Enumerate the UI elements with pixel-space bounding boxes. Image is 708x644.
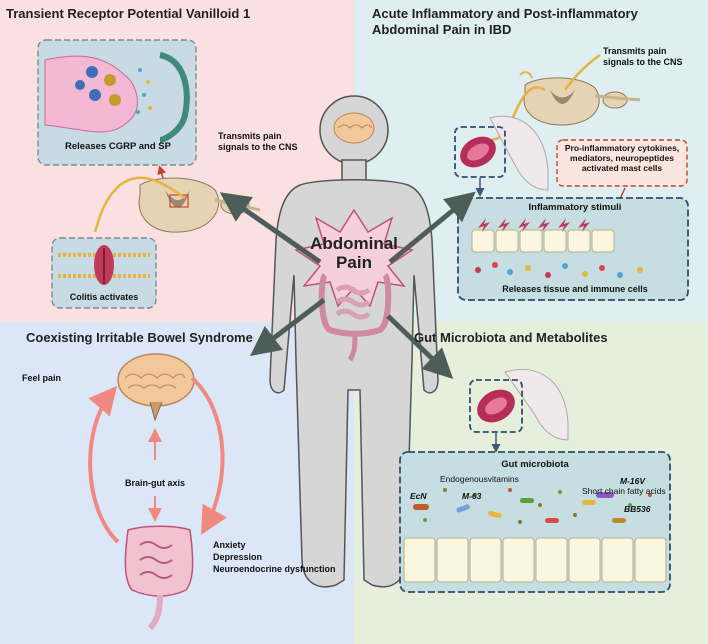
colon-box-bottom [469,368,569,441]
effect-depression: Depression [213,552,263,562]
cytokine-box [556,139,688,187]
ibd-title-line2: Abdominal Pain in IBD [372,22,512,37]
epithelial-cell [469,537,502,583]
arrow-brain-cycle-right [190,376,228,535]
microbiota-box-title: Gut microbiota [501,459,569,470]
trpv1-title: Transient Receptor Potential Vanilloid 1 [6,6,251,21]
effect-anxiety: Anxiety [213,540,246,550]
epithelial-cell [495,229,519,253]
strain-ecn: EcN [410,491,427,501]
epithelial-cell [634,537,667,583]
brain-gut-axis-label: Brain-gut axis [124,478,185,488]
release-label: Releases tissue and immune cells [502,284,648,294]
epithelial-cell [591,229,615,253]
ibs-title: Coexisting Irritable Bowel Syndrome [26,330,253,345]
membrane-box [51,237,157,309]
abdominal-pain-line2: Pain [336,253,372,272]
epithelial-cell [601,537,634,583]
feel-pain-label: Feel pain [22,373,62,383]
epithelial-cell [502,537,535,583]
microbiota-title: Gut Microbiota and Metabolites [414,330,608,345]
brain-icon [117,353,195,422]
colon-box-top [454,115,549,191]
epithelial-cell [471,229,495,253]
abdominal-pain-line1: Abdominal [310,234,398,253]
arrow-to-ibs [250,298,326,357]
arrow-gut-cycle-left [88,385,120,544]
epithelial-cell [436,537,469,583]
strain-m63: M-63 [462,491,482,501]
spinal-cord-right [523,77,641,126]
effect-neuroendocrine: Neuroendocrine dysfunction [213,564,336,574]
strain-bb536: BB536 [624,504,651,514]
strain-m16v: M-16V [620,476,646,486]
epithelial-cell [519,229,543,253]
vitamins-label: Endogenousvitamins [440,474,519,484]
cytokine-label: Pro-inflammatory cytokines, mediators, n… [564,143,680,173]
arrow-to-microbiota [386,314,454,379]
synapse-box [37,39,197,166]
microbiota-box [399,451,671,593]
abdominal-pain-title: Abdominal Pain [302,234,406,272]
synapse-label: Releases CGRP and SP [65,141,171,152]
epithelial-cell [567,229,591,253]
epithelial-cell [403,537,436,583]
ibd-signal-label: Transmits pain signals to the CNS [603,46,683,67]
ibd-title-line1: Acute Inflammatory and Post-inflammatory [372,6,638,21]
epithelial-cell [568,537,601,583]
scfa-label: Short chain fatty acids [582,486,666,496]
arrow-to-trpv1 [219,192,322,265]
arrow-to-ibd [388,191,476,264]
trpv1-signal-label: Transmits pain signals to the CNS [218,131,298,152]
membrane-label: Colitis activates [69,292,139,302]
stimuli-label: Inflammatory stimuli [528,202,622,213]
epithelial-cell [535,537,568,583]
epithelial-cell [543,229,567,253]
inflammatory-box [457,197,689,301]
intestine-icon [124,525,194,631]
